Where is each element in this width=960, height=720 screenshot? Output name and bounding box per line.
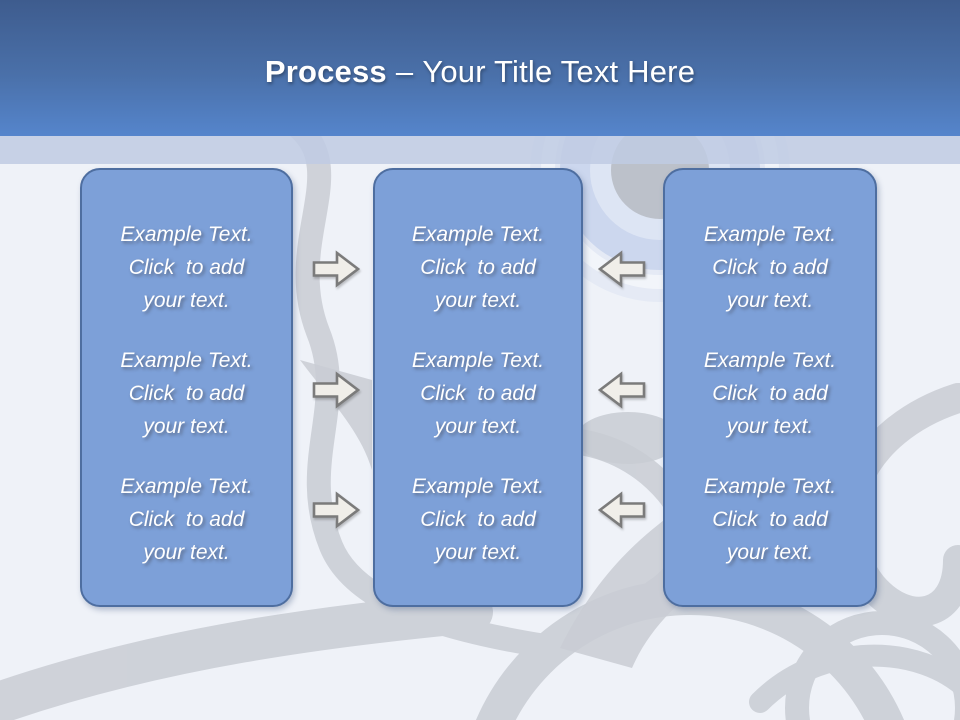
placeholder-text[interactable]: Example Text. Click to add your text.: [120, 475, 253, 564]
left-arrow-icon: [598, 250, 646, 288]
placeholder-text[interactable]: Example Text. Click to add your text.: [703, 349, 837, 438]
placeholder-text[interactable]: Example Text. Click to add your text.: [120, 349, 253, 438]
title-bar: Process–Your Title Text Here: [0, 0, 960, 136]
placeholder-text[interactable]: Example Text. Click to add your text.: [411, 475, 545, 564]
process-box-right[interactable]: Example Text. Click to add your text. Ex…: [663, 168, 877, 607]
placeholder-text[interactable]: Example Text. Click to add your text.: [411, 349, 545, 438]
placeholder-text[interactable]: Example Text. Click to add your text.: [120, 223, 253, 312]
placeholder-text[interactable]: Example Text. Click to add your text.: [703, 223, 837, 312]
left-arrow-icon: [598, 491, 646, 529]
process-box-center[interactable]: Example Text. Click to add your text. Ex…: [373, 168, 583, 607]
header-accent-band: [0, 136, 960, 164]
right-arrow-icon: [312, 371, 360, 409]
title-rest: Your Title Text Here: [422, 54, 696, 89]
placeholder-text[interactable]: Example Text. Click to add your text.: [411, 223, 545, 312]
page-title: Process–Your Title Text Here: [0, 54, 960, 90]
title-separator: –: [395, 54, 414, 89]
process-box-left[interactable]: Example Text. Click to add your text. Ex…: [80, 168, 293, 607]
right-arrow-icon: [312, 250, 360, 288]
right-arrow-icon: [312, 491, 360, 529]
placeholder-text[interactable]: Example Text. Click to add your text.: [703, 475, 837, 564]
left-arrow-icon: [598, 371, 646, 409]
title-emphasis: Process: [264, 54, 387, 89]
